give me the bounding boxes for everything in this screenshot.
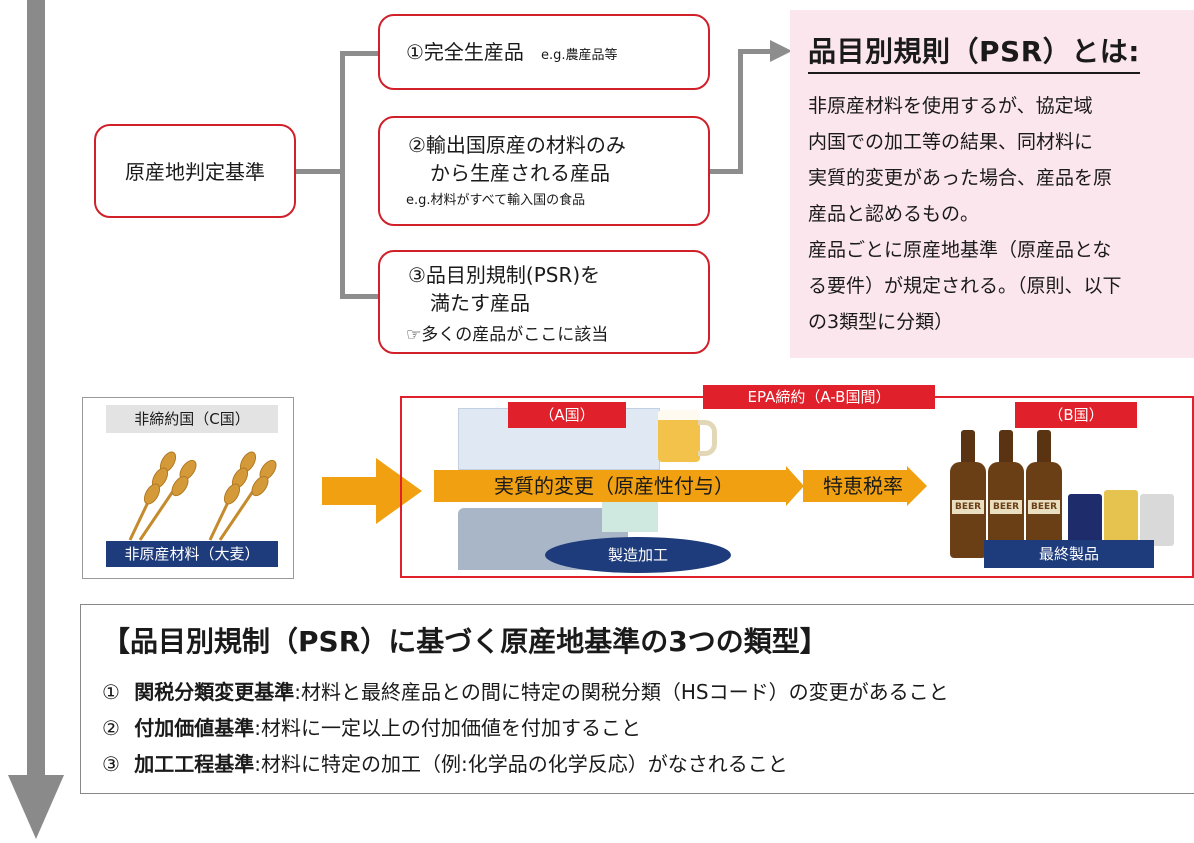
criteria-root-box: 原産地判定基準 <box>94 124 296 218</box>
psr-type-description: :材料に一定以上の付加価値を付加すること <box>254 716 642 740</box>
psr-body-line: 産品ごとに原産地基準（原産品とな <box>808 239 1112 261</box>
criteria-item2-line2: から生産される産品 <box>430 161 610 185</box>
preferential-tariff-arrowhead <box>907 466 927 506</box>
criteria-item3-line1: ③品目別規制(PSR)を <box>408 263 601 287</box>
psr-body-line: 内国での加工等の結果、同材料に <box>808 131 1094 153</box>
psr-types-title: 【品目別規制（PSR）に基づく原産地基準の3つの類型】 <box>102 625 828 658</box>
criteria-item1-box: ①完全生産品 e.g.農産品等 <box>378 14 710 90</box>
criteria-item2-line1: ②輸出国原産の材料のみ <box>408 133 626 157</box>
criteria-item3-note: ☞多くの産品がここに該当 <box>406 325 609 345</box>
psr-type-name: 加工工程基準 <box>134 752 255 776</box>
beer-can-icon <box>1104 490 1138 546</box>
psr-type-description: :材料と最終産品との間に特定の関税分類（HSコード）の変更があること <box>294 680 949 704</box>
psr-body-line: 産品と認めるもの。 <box>808 203 980 225</box>
beer-can-icon <box>1068 494 1102 546</box>
psr-type-number: ③ <box>102 752 120 776</box>
psr-type-row: ① 関税分類変更基準:材料と最終産品との間に特定の関税分類（HSコード）の変更が… <box>102 676 949 705</box>
connector-to-psr-h <box>710 169 742 174</box>
beer-bottle-label: BEER <box>1028 500 1060 514</box>
preferential-tariff-arrow <box>803 470 907 502</box>
beer-can-icon <box>1140 494 1174 546</box>
export-arrow-body <box>322 477 376 505</box>
flow-arrow-shaft <box>27 0 45 778</box>
criteria-item3-box: ③品目別規制(PSR)を 満たす産品 ☞多くの産品がここに該当 <box>378 250 710 354</box>
country-a-label: （A国） <box>508 402 626 428</box>
final-product-label: 最終製品 <box>984 540 1154 568</box>
barley-icon <box>128 451 277 541</box>
psr-type-number: ② <box>102 716 120 740</box>
criteria-item1-title: ①完全生産品 <box>406 40 524 64</box>
connector-to-psr-top <box>738 49 772 54</box>
psr-body-line: 実質的変更があった場合、産品を原 <box>808 167 1113 189</box>
connector-item1 <box>340 51 380 56</box>
epa-label: EPA締約（A-B国間） <box>703 385 935 409</box>
connector-item3 <box>340 294 380 299</box>
psr-type-name: 付加価値基準 <box>134 716 255 740</box>
psr-type-number: ① <box>102 680 120 704</box>
connector-root <box>294 169 344 174</box>
criteria-item1-example: e.g.農産品等 <box>541 48 618 63</box>
preferential-tariff-label: 特恵税率 <box>823 474 903 498</box>
beer-mug-handle <box>698 420 717 456</box>
non-originating-material-label: 非原産材料（大麦） <box>106 541 278 567</box>
manufacturing-label: 製造加工 <box>545 537 731 573</box>
beer-bottle-neck <box>1037 430 1051 470</box>
psr-body: 非原産材料を使用するが、協定域 内国での加工等の結果、同材料に 実質的変更があっ… <box>808 88 1190 340</box>
psr-definition-panel <box>790 10 1194 358</box>
psr-title: 品目別規則（PSR）とは: <box>808 30 1140 74</box>
criteria-item3-line2: 満たす産品 <box>430 291 530 315</box>
psr-body-line: る要件）が規定される。（原則、以下 <box>808 275 1122 297</box>
factory-window <box>602 500 658 532</box>
beer-bottle-neck <box>961 430 975 470</box>
substantial-change-arrow <box>434 470 786 502</box>
psr-body-line: の3類型に分類） <box>808 311 954 333</box>
export-arrow-head <box>376 458 422 524</box>
country-b-label: （B国） <box>1015 402 1137 428</box>
psr-types-panel <box>80 604 1194 794</box>
psr-type-description: :材料に特定の加工（例:化学品の化学反応）がなされること <box>254 752 788 776</box>
non-party-country-label: 非締約国（C国） <box>106 405 278 433</box>
psr-body-line: 非原産材料を使用するが、協定域 <box>808 95 1093 117</box>
beer-bottle-neck <box>999 430 1013 470</box>
substantial-change-label: 実質的変更（原産性付与） <box>494 474 734 498</box>
psr-arrowhead <box>770 40 792 62</box>
criteria-item2-example: e.g.材料がすべて輸入国の食品 <box>406 193 586 208</box>
criteria-item2-box: ②輸出国原産の材料のみ から生産される産品 e.g.材料がすべて輸入国の食品 <box>378 116 710 226</box>
beer-mug-icon <box>658 410 700 462</box>
psr-type-row: ③ 加工工程基準:材料に特定の加工（例:化学品の化学反応）がなされること <box>102 748 788 777</box>
criteria-root-label: 原産地判定基準 <box>125 160 265 184</box>
connector-to-psr-v <box>738 49 743 174</box>
psr-type-row: ② 付加価値基準:材料に一定以上の付加価値を付加すること <box>102 712 641 741</box>
beer-bottle-label: BEER <box>990 500 1022 514</box>
psr-type-name: 関税分類変更基準 <box>134 680 295 704</box>
substantial-change-arrowhead <box>786 466 804 506</box>
beer-bottle-label: BEER <box>952 500 984 514</box>
flow-arrow-head <box>8 775 64 839</box>
connector-trunk <box>340 51 345 298</box>
